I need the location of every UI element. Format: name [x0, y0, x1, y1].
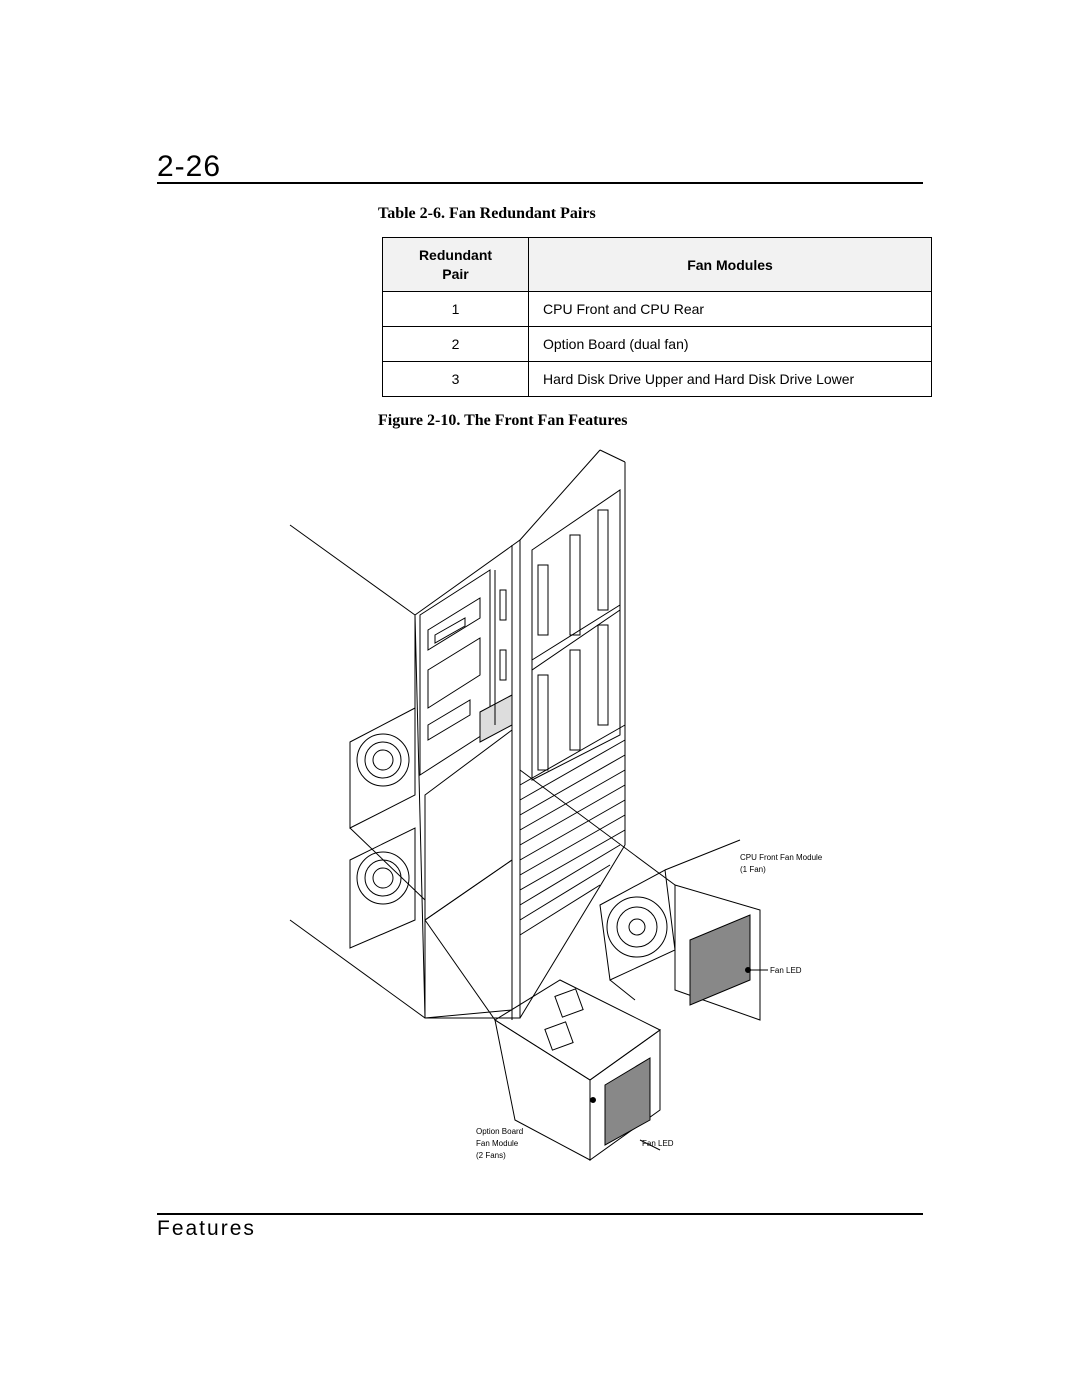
front-grille — [519, 724, 626, 936]
pair-cell: 3 — [382, 361, 529, 397]
option-fan-led-icon — [590, 1097, 596, 1103]
modules-cell: Hard Disk Drive Upper and Hard Disk Driv… — [528, 361, 932, 397]
cpu-fan-led-icon — [745, 967, 751, 973]
footer-rule — [157, 1213, 923, 1215]
footer-section-title: Features — [157, 1217, 256, 1240]
drive-bays — [419, 569, 513, 776]
modules-cell: Option Board (dual fan) — [528, 326, 932, 362]
fan-redundant-pairs-table: Redundant Pair Fan Modules 1 CPU Front a… — [382, 237, 932, 397]
pair-cell: 1 — [382, 291, 529, 327]
header-redundant-pair: Redundant Pair — [382, 237, 529, 292]
front-fan-features-illustration: CPU Front Fan Module (1 Fan) Fan LED Opt… — [289, 449, 823, 1161]
header-rule — [157, 182, 923, 184]
table-header-row: Redundant Pair Fan Modules — [382, 237, 932, 292]
header-pair-label: Pair — [442, 265, 469, 282]
option-module-label-line2: Fan Module — [476, 1139, 519, 1148]
pair-cell: 2 — [382, 326, 529, 362]
side-panel-slots — [531, 489, 621, 781]
option-module-label-line1: Option Board — [476, 1127, 523, 1136]
option-led-leader — [639, 1139, 661, 1151]
header-fan-modules: Fan Modules — [528, 237, 932, 292]
option-fan-led-label: Fan LED — [642, 1139, 674, 1148]
header-redundant-label: Redundant — [418, 246, 493, 263]
cpu-module-label-line1: CPU Front Fan Module — [740, 853, 823, 862]
hdd-lower-fan — [349, 827, 416, 949]
cpu-module-label-line2: (1 Fan) — [740, 865, 766, 874]
figure-caption: Figure 2-10. The Front Fan Features — [378, 412, 628, 429]
hdd-upper-fan — [349, 707, 426, 901]
modules-cell: CPU Front and CPU Rear — [528, 291, 932, 327]
cpu-front-fan-module — [519, 769, 761, 1021]
option-board-fan-module — [424, 919, 661, 1161]
page-number: 2-26 — [157, 150, 222, 183]
cpu-fan-led-label: Fan LED — [770, 966, 802, 975]
table-caption: Table 2-6. Fan Redundant Pairs — [378, 205, 596, 222]
table-row: 1 CPU Front and CPU Rear — [382, 291, 932, 327]
option-module-label-line3: (2 Fans) — [476, 1151, 506, 1160]
hard-disk-fan-bays — [424, 729, 513, 1019]
table-row: 3 Hard Disk Drive Upper and Hard Disk Dr… — [382, 361, 932, 397]
table-row: 2 Option Board (dual fan) — [382, 326, 932, 362]
